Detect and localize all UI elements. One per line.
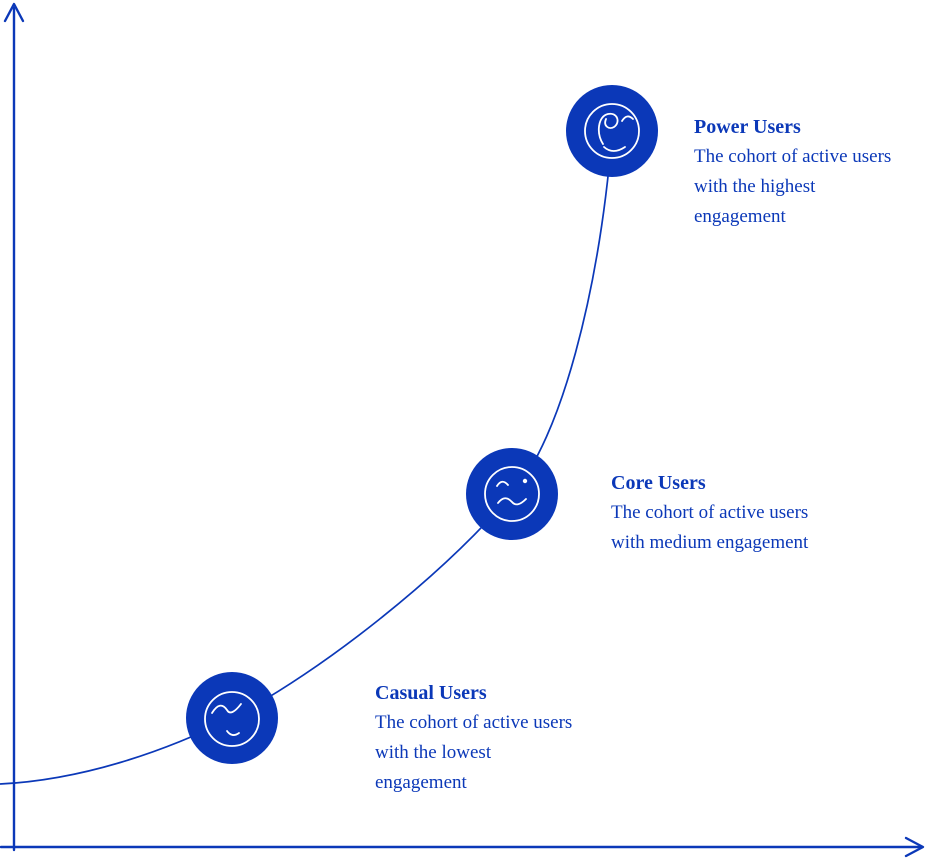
power-face-eye	[621, 115, 634, 122]
y-axis-arrow-icon	[3, 2, 25, 23]
core-user-face-icon	[466, 448, 558, 540]
casual-users-description: The cohort of active users with the lowe…	[375, 712, 573, 793]
core-node-circle	[466, 448, 558, 540]
casual-user-face-icon	[186, 672, 278, 764]
core-face-mouth	[497, 497, 527, 506]
casual-users-title: Casual Users	[375, 682, 487, 704]
power-user-face-icon	[566, 85, 658, 177]
growth-curve	[0, 134, 613, 785]
core-users-description: The cohort of active users with medium e…	[611, 502, 809, 553]
y-axis	[3, 2, 25, 852]
core-users-title: Core Users	[611, 472, 706, 494]
power-face-outline	[584, 103, 640, 159]
annotation-core-users: Core Users The cohort of active users wi…	[611, 468, 816, 558]
casual-face-outline	[204, 691, 260, 747]
core-face-outline	[484, 466, 540, 522]
power-face-mouth	[603, 146, 626, 152]
casual-face-eyes	[211, 703, 242, 714]
power-face-loop	[597, 112, 619, 145]
core-face-left-eye	[496, 480, 509, 487]
annotation-casual-users: Casual Users The cohort of active users …	[375, 678, 580, 798]
casual-face-mouth	[226, 730, 240, 736]
core-face-right-eye	[522, 478, 528, 484]
power-users-description: The cohort of active users with the high…	[694, 146, 892, 227]
power-node-circle	[566, 85, 658, 177]
annotation-power-users: Power Users The cohort of active users w…	[694, 112, 899, 232]
x-axis-arrow-icon	[904, 836, 925, 858]
power-users-title: Power Users	[694, 116, 801, 138]
x-axis	[0, 836, 925, 858]
casual-node-circle	[186, 672, 278, 764]
